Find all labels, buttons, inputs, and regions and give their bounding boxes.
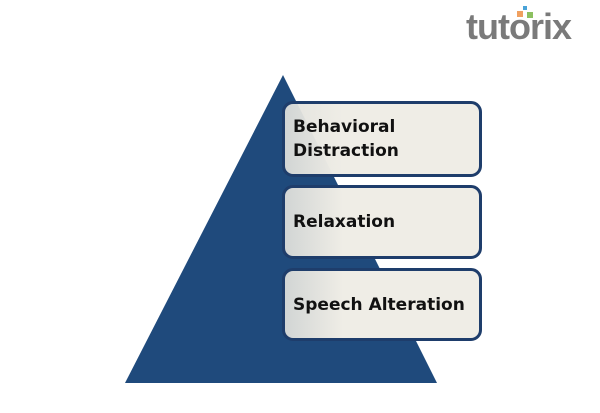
logo-dot	[517, 11, 523, 17]
level-speech-alteration: Speech Alteration	[282, 268, 482, 341]
level-label: Speech Alteration	[293, 294, 465, 315]
level-label-line2: Distraction	[293, 141, 399, 161]
level-label-line1: Behavioral	[293, 117, 396, 137]
logo-dot	[523, 6, 527, 10]
logo-dot	[527, 12, 533, 18]
level-label: Relaxation	[293, 212, 396, 232]
level-relaxation: Relaxation	[282, 185, 482, 259]
